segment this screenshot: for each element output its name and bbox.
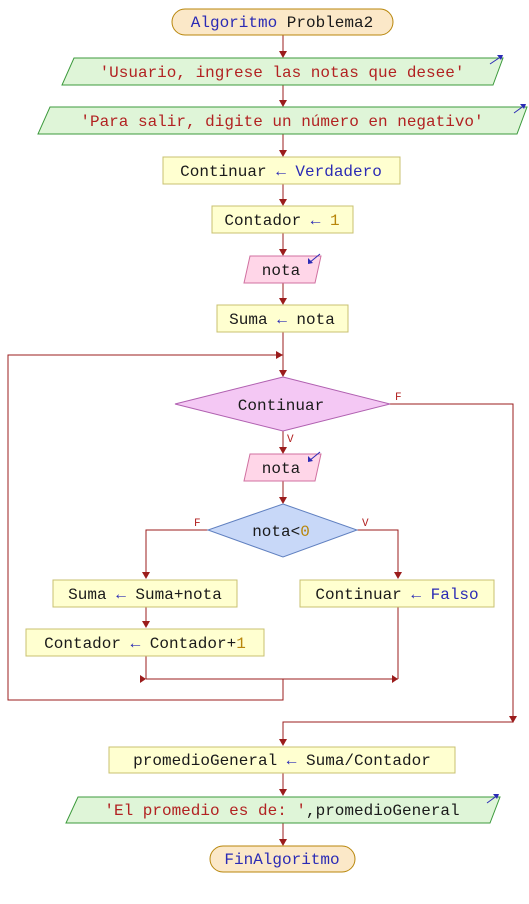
assign-node-promedio: promedioGeneral ← Suma/Contador bbox=[108, 746, 456, 774]
output-node-3: 'El promedio es de: ',promedioGeneral bbox=[65, 794, 501, 824]
end-label: FinAlgoritmo bbox=[224, 851, 339, 869]
output-node-2: 'Para salir, digite un número en negativ… bbox=[37, 104, 528, 135]
output-shape bbox=[61, 57, 504, 86]
assign-node-suma-nota: Suma ← Suma+nota bbox=[52, 579, 238, 608]
output-shape bbox=[37, 106, 528, 135]
input-text: nota bbox=[262, 460, 301, 478]
output-text: 'Para salir, digite un número en negativ… bbox=[80, 113, 483, 131]
arrowhead bbox=[276, 351, 283, 359]
output-text: 'Usuario, ingrese las notas que desee' bbox=[100, 64, 465, 82]
arrowhead bbox=[279, 249, 287, 256]
decision-shape bbox=[174, 376, 391, 432]
edge-cond-false bbox=[145, 529, 208, 578]
start-label: Algoritmo Problema2 bbox=[191, 14, 373, 32]
output-text: 'El promedio es de: ',promedioGeneral bbox=[104, 802, 459, 820]
start-node: Algoritmo Problema2 bbox=[171, 8, 394, 36]
output-arrow-icon bbox=[513, 104, 526, 114]
edge-loop-back bbox=[7, 354, 284, 701]
output-arrow-icon bbox=[486, 794, 499, 804]
if-true-label: V bbox=[362, 518, 369, 530]
arrowhead bbox=[279, 789, 287, 796]
arrowhead bbox=[279, 298, 287, 305]
arrowhead bbox=[279, 51, 287, 58]
if-false-label: F bbox=[194, 518, 201, 530]
assign-node-contador-inc: Contador ← Contador+1 bbox=[25, 628, 265, 657]
assign-node-suma: Suma ← nota bbox=[216, 304, 349, 333]
assign-shape bbox=[211, 205, 354, 234]
arrowhead bbox=[279, 100, 287, 107]
input-node-1: nota bbox=[243, 253, 322, 284]
arrowhead bbox=[509, 716, 517, 723]
assign-shape bbox=[108, 746, 456, 774]
arrowhead bbox=[279, 370, 287, 377]
input-shape bbox=[243, 255, 322, 284]
loop-decision-node: Continuar V F bbox=[174, 376, 402, 446]
input-arrow-icon bbox=[308, 253, 321, 264]
assign-node-falso: Continuar ← Falso bbox=[299, 579, 495, 608]
assign-text: Continuar ← Falso bbox=[315, 586, 478, 604]
assign-text: Contador ← 1 bbox=[224, 212, 339, 230]
arrowhead bbox=[394, 572, 402, 579]
output-node-1: 'Usuario, ingrese las notas que desee' bbox=[61, 55, 504, 86]
arrowhead bbox=[279, 447, 287, 454]
assign-shape bbox=[216, 304, 349, 333]
arrowhead bbox=[279, 497, 287, 504]
start-shape bbox=[171, 8, 394, 36]
assign-node-continuar: Continuar ← Verdadero bbox=[162, 156, 401, 185]
edge-cond-true bbox=[357, 529, 399, 578]
end-shape bbox=[209, 845, 356, 873]
arrowhead bbox=[279, 150, 287, 157]
input-shape bbox=[243, 453, 322, 482]
if-decision-node: nota<0 F V bbox=[194, 503, 369, 558]
arrowhead bbox=[142, 572, 150, 579]
assign-shape bbox=[162, 156, 401, 185]
decision-text: nota<0 bbox=[252, 523, 310, 541]
arrowhead bbox=[279, 839, 287, 846]
assign-text: Suma ← nota bbox=[229, 311, 335, 329]
arrowhead bbox=[279, 739, 287, 746]
assign-text: Contador ← Contador+1 bbox=[44, 635, 246, 653]
assign-text: Continuar ← Verdadero bbox=[180, 163, 382, 181]
loop-false-label: F bbox=[395, 392, 402, 404]
decision-shape bbox=[206, 503, 359, 558]
input-text: nota bbox=[262, 262, 301, 280]
assign-shape bbox=[25, 628, 265, 657]
loop-true-label: V bbox=[287, 434, 294, 446]
assign-shape bbox=[52, 579, 238, 608]
assign-shape bbox=[299, 579, 495, 608]
assign-node-contador: Contador ← 1 bbox=[211, 205, 354, 234]
arrowhead bbox=[392, 675, 398, 683]
assign-text: Suma ← Suma+nota bbox=[68, 586, 222, 604]
arrowhead bbox=[140, 675, 146, 683]
decision-text: Continuar bbox=[238, 397, 324, 415]
arrowhead bbox=[142, 621, 150, 628]
arrowheads bbox=[140, 51, 517, 846]
arrowhead bbox=[279, 199, 287, 206]
input-arrow-icon bbox=[308, 451, 321, 462]
output-arrow-icon bbox=[489, 55, 503, 65]
input-node-2: nota bbox=[243, 451, 322, 482]
output-shape bbox=[65, 796, 501, 824]
end-node: FinAlgoritmo bbox=[209, 845, 356, 873]
assign-text: promedioGeneral ← Suma/Contador bbox=[133, 752, 431, 770]
